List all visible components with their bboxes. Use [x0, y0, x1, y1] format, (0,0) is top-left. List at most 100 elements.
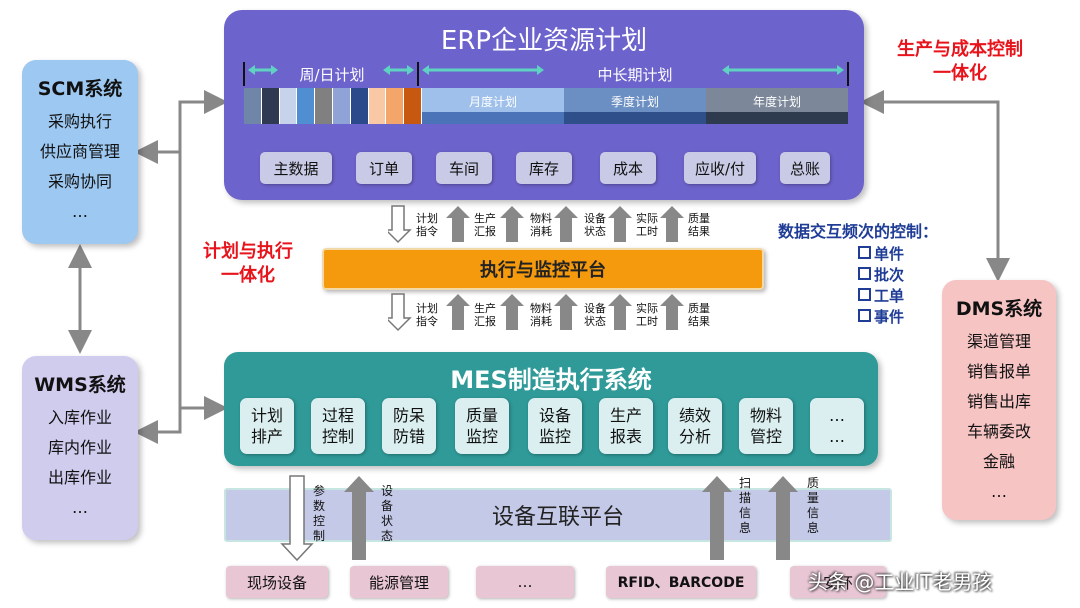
- param-control-label: 参数控制: [312, 484, 325, 543]
- plan-execution-line2: 一体化: [221, 265, 275, 286]
- scm-item: 采购执行: [47, 112, 112, 131]
- checkbox-icon: [858, 309, 871, 322]
- short-term-plan-bar: [315, 88, 333, 124]
- exchange-item: 事件: [874, 308, 905, 326]
- scm-item: 采购协同: [47, 172, 112, 191]
- flow-label-quality-result: 质量 结果: [688, 212, 710, 238]
- wms-item: 库内作业: [47, 438, 112, 457]
- week-day-plan-label: 周/日计划: [299, 66, 365, 84]
- erp-module-receivable-payable: 应收/付: [684, 152, 756, 184]
- short-term-plan-bar: [244, 88, 262, 124]
- flow-label-production-report: 生产 汇报: [474, 212, 496, 238]
- dms-item: 销售报单: [966, 362, 1031, 381]
- scm-item: …: [72, 202, 88, 221]
- more-box: …: [476, 566, 574, 598]
- short-term-color-bars: [244, 88, 422, 124]
- erp-module-order: 订单: [356, 152, 412, 184]
- production-cost-integration-label: 生产与成本控制 一体化: [872, 38, 1048, 86]
- mes-module-quality-monitoring: 质量 监控: [455, 398, 509, 454]
- energy-management-box: 能源管理: [350, 566, 448, 598]
- dms-title: DMS系统: [955, 298, 1043, 320]
- scm-item: 供应商管理: [39, 142, 120, 161]
- iot-arrows: [280, 475, 798, 562]
- flow-label-quality-result: 质量 结果: [688, 302, 710, 328]
- erp-module-master-data: 主数据: [260, 152, 332, 184]
- short-term-plan-bar: [297, 88, 316, 124]
- rfid-barcode-box: RFID、BARCODE: [606, 566, 756, 598]
- month-plan-bar: [422, 88, 564, 124]
- flow-label-plan-instruction: 计划 指令: [416, 302, 438, 328]
- dms-panel: DMS系统 渠道管理 销售报单 销售出库 车辆委改 金融 …: [942, 280, 1056, 520]
- scm-panel: SCM系统 采购执行 供应商管理 采购协同 …: [22, 60, 138, 244]
- flow-label-material-consumption: 物料 消耗: [530, 302, 552, 328]
- year-plan-bar: [706, 88, 848, 124]
- exchange-item: 批次: [874, 266, 905, 284]
- dms-item: 车辆委改: [966, 422, 1031, 441]
- short-term-plan-bar: [386, 88, 405, 124]
- wms-panel: WMS系统 入库作业 库内作业 出库作业 …: [22, 356, 138, 540]
- lower-flow-arrows: [388, 293, 684, 332]
- mes-module-equipment-monitoring: 设备 监控: [528, 398, 582, 454]
- quarter-plan-bar: [564, 88, 706, 124]
- erp-timeline-arrows: [243, 62, 849, 86]
- short-term-plan-bar: [261, 88, 280, 124]
- wms-title: WMS系统: [34, 374, 126, 396]
- iot-title: 设备互联平台: [491, 505, 624, 530]
- wms-item: 入库作业: [47, 408, 112, 427]
- checkbox-icon: [858, 267, 871, 280]
- safety-environment-box: 安环: [790, 566, 886, 598]
- mes-module-performance-analysis: 绩效 分析: [668, 398, 722, 454]
- flow-label-production-report: 生产 汇报: [474, 302, 496, 328]
- platform-title: 执行与监控平台: [480, 260, 606, 281]
- flow-label-device-status: 设备 状态: [584, 212, 606, 238]
- wms-item: 出库作业: [47, 468, 112, 487]
- short-term-plan-bar: [404, 88, 422, 124]
- flow-label-device-status: 设备 状态: [584, 302, 606, 328]
- upper-flow-arrows: [388, 205, 684, 244]
- flow-label-plan-instruction: 计划 指令: [416, 212, 438, 238]
- erp-module-cost: 成本: [600, 152, 656, 184]
- flow-label-actual-hours: 实际 工时: [636, 302, 658, 328]
- flow-label-actual-hours: 实际 工时: [636, 212, 658, 238]
- wms-item: …: [72, 498, 88, 517]
- year-plan-label: 年度计划: [752, 95, 801, 109]
- mes-module-planning-scheduling: 计划 排产: [240, 398, 294, 454]
- short-term-plan-bar: [368, 88, 387, 124]
- dms-item: 销售出库: [966, 392, 1031, 411]
- mes-module-material-control: 物料 管控: [739, 398, 793, 454]
- mes-title: MES制造执行系统: [450, 366, 652, 394]
- erp-module-workshop: 车间: [436, 152, 492, 184]
- checkbox-icon: [858, 288, 871, 301]
- watermark: 头条 @工业IT老男孩: [808, 570, 993, 594]
- short-term-plan-bar: [350, 88, 369, 124]
- mes-module-more: … …: [810, 398, 864, 454]
- dms-item: …: [991, 482, 1007, 501]
- mid-long-plan-label: 中长期计划: [597, 66, 673, 84]
- execution-monitoring-platform: 执行与监控平台: [322, 248, 764, 290]
- quality-info-label: 质量信息: [806, 476, 819, 535]
- production-cost-line1: 生产与成本控制: [897, 39, 1023, 60]
- scm-title: SCM系统: [37, 78, 123, 100]
- field-equipment-box: 现场设备: [226, 566, 328, 598]
- device-status-label: 设备状态: [380, 484, 393, 543]
- dms-item: 金融: [982, 452, 1015, 471]
- erp-title: ERP企业资源计划: [440, 26, 648, 56]
- mes-module-error-proofing: 防呆 防错: [382, 398, 436, 454]
- dms-item: 渠道管理: [966, 332, 1031, 351]
- quarter-plan-label: 季度计划: [610, 95, 659, 109]
- checkbox-icon: [858, 246, 871, 259]
- flow-label-material-consumption: 物料 消耗: [530, 212, 552, 238]
- exchange-item: 工单: [874, 287, 905, 305]
- scan-info-label: 扫描信息: [738, 476, 751, 535]
- exchange-item: 单件: [874, 245, 905, 263]
- data-exchange-title: 数据交互频次的控制：: [778, 222, 939, 241]
- mes-module-process-control: 过程 控制: [311, 398, 365, 454]
- data-exchange-frequency: 数据交互频次的控制： 单件 批次 工单 事件: [778, 218, 988, 328]
- production-cost-line2: 一体化: [933, 63, 987, 84]
- plan-execution-integration-label: 计划与执行 一体化: [186, 240, 310, 288]
- short-term-plan-bar: [279, 88, 298, 124]
- erp-module-general-ledger: 总账: [780, 152, 830, 184]
- month-plan-label: 月度计划: [468, 95, 517, 109]
- mes-module-production-report: 生产 报表: [599, 398, 653, 454]
